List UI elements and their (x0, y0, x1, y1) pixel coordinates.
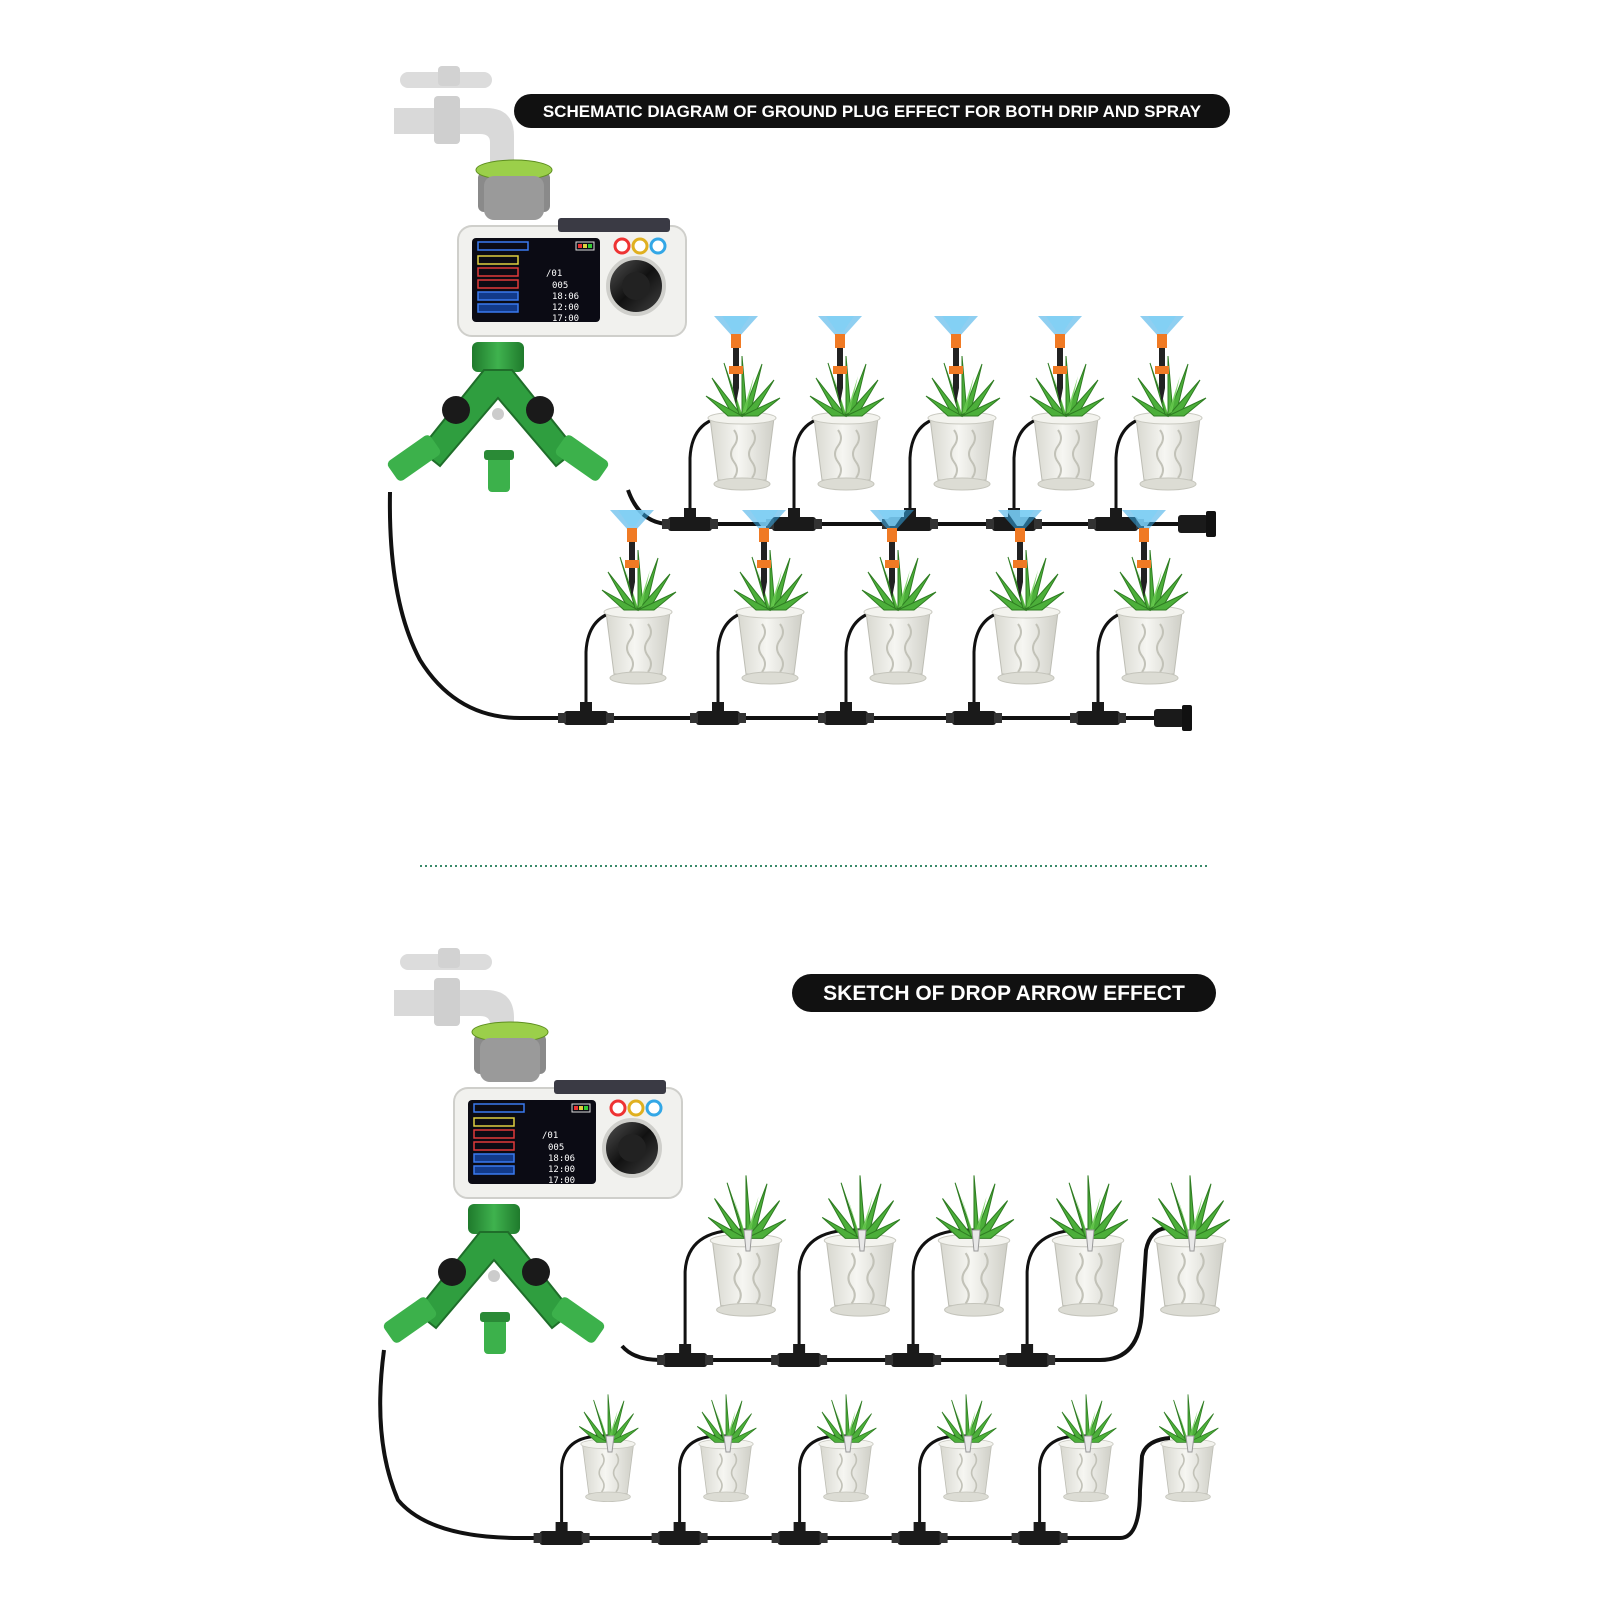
hose-bottom-row2 (378, 1349, 1171, 1540)
potted-plant (989, 549, 1065, 685)
lcd-count: 005 (548, 1143, 564, 1153)
tee-fitting (1070, 702, 1126, 725)
title-top: SCHEMATIC DIAGRAM OF GROUND PLUG EFFECT … (543, 102, 1202, 121)
potted-plant (1131, 355, 1207, 491)
hose-top-row2 (387, 491, 1170, 720)
potted-plant (1113, 549, 1189, 685)
tee-fitting (999, 1344, 1056, 1367)
potted-plant (705, 355, 781, 491)
hose-bottom-row1 (620, 1226, 1167, 1362)
tee-fitting (946, 702, 1002, 725)
drip-arrow-icon (605, 1435, 615, 1453)
tee-fitting (657, 1344, 714, 1367)
bottom-row1 (657, 1174, 1231, 1367)
tee-fitting (558, 702, 614, 725)
lcd-time-3: 17:00 (548, 1176, 575, 1186)
drip-arrow-icon (1083, 1435, 1093, 1453)
potted-plant (809, 355, 885, 491)
drip-arrow-icon (857, 1229, 867, 1252)
lcd-time-2: 12:00 (548, 1165, 575, 1175)
drip-arrow-icon (963, 1435, 973, 1453)
drip-arrow-icon (1085, 1229, 1095, 1252)
tee-fitting (891, 1522, 948, 1545)
tee-fitting (771, 1344, 828, 1367)
timer-screen-bottom: /01 005 18:06 12:00 17:00 (542, 1131, 575, 1186)
tee-fitting (885, 1344, 942, 1367)
title-pill-bottom: SKETCH OF DROP ARROW EFFECT (792, 974, 1216, 1012)
drip-arrow-icon (1185, 1435, 1195, 1453)
timer-screen-top: /01 005 18:06 12:00 17:00 (546, 269, 579, 324)
tee-fitting (651, 1522, 708, 1545)
title-bottom: SKETCH OF DROP ARROW EFFECT (823, 982, 1185, 1005)
lcd-time-1: 18:06 (552, 292, 579, 302)
tee-fitting (771, 1522, 828, 1545)
top-row1 (662, 316, 1207, 531)
lcd-time-2: 12:00 (552, 303, 579, 313)
tee-fitting (533, 1522, 590, 1545)
drip-arrow-icon (1187, 1229, 1197, 1252)
potted-plant (861, 549, 937, 685)
tee-fitting (1011, 1522, 1068, 1545)
y-splitter (380, 1203, 608, 1355)
drip-arrow-icon (723, 1435, 733, 1453)
potted-plant (925, 355, 1001, 491)
top-row2 (558, 510, 1189, 725)
drip-arrow-icon (971, 1229, 981, 1252)
potted-plant (1029, 355, 1105, 491)
end-plug-top-row2 (1154, 705, 1192, 731)
lcd-date: /01 (542, 1131, 558, 1141)
drip-arrow-icon (743, 1229, 753, 1252)
bottom-row2 (533, 1393, 1220, 1545)
tee-fitting (818, 702, 874, 725)
lcd-date: /01 (546, 269, 562, 279)
lcd-time-1: 18:06 (548, 1154, 575, 1164)
potted-plant (733, 549, 809, 685)
lcd-count: 005 (552, 281, 568, 291)
title-pill-top: SCHEMATIC DIAGRAM OF GROUND PLUG EFFECT … (514, 94, 1230, 128)
drip-arrow-icon (843, 1435, 853, 1453)
faucet-icon (394, 66, 514, 164)
end-plug-top-row1 (1178, 511, 1216, 537)
potted-plant (601, 549, 677, 685)
tee-fitting (662, 508, 718, 531)
y-splitter (384, 341, 612, 493)
tee-fitting (690, 702, 746, 725)
lcd-time-3: 17:00 (552, 314, 579, 324)
